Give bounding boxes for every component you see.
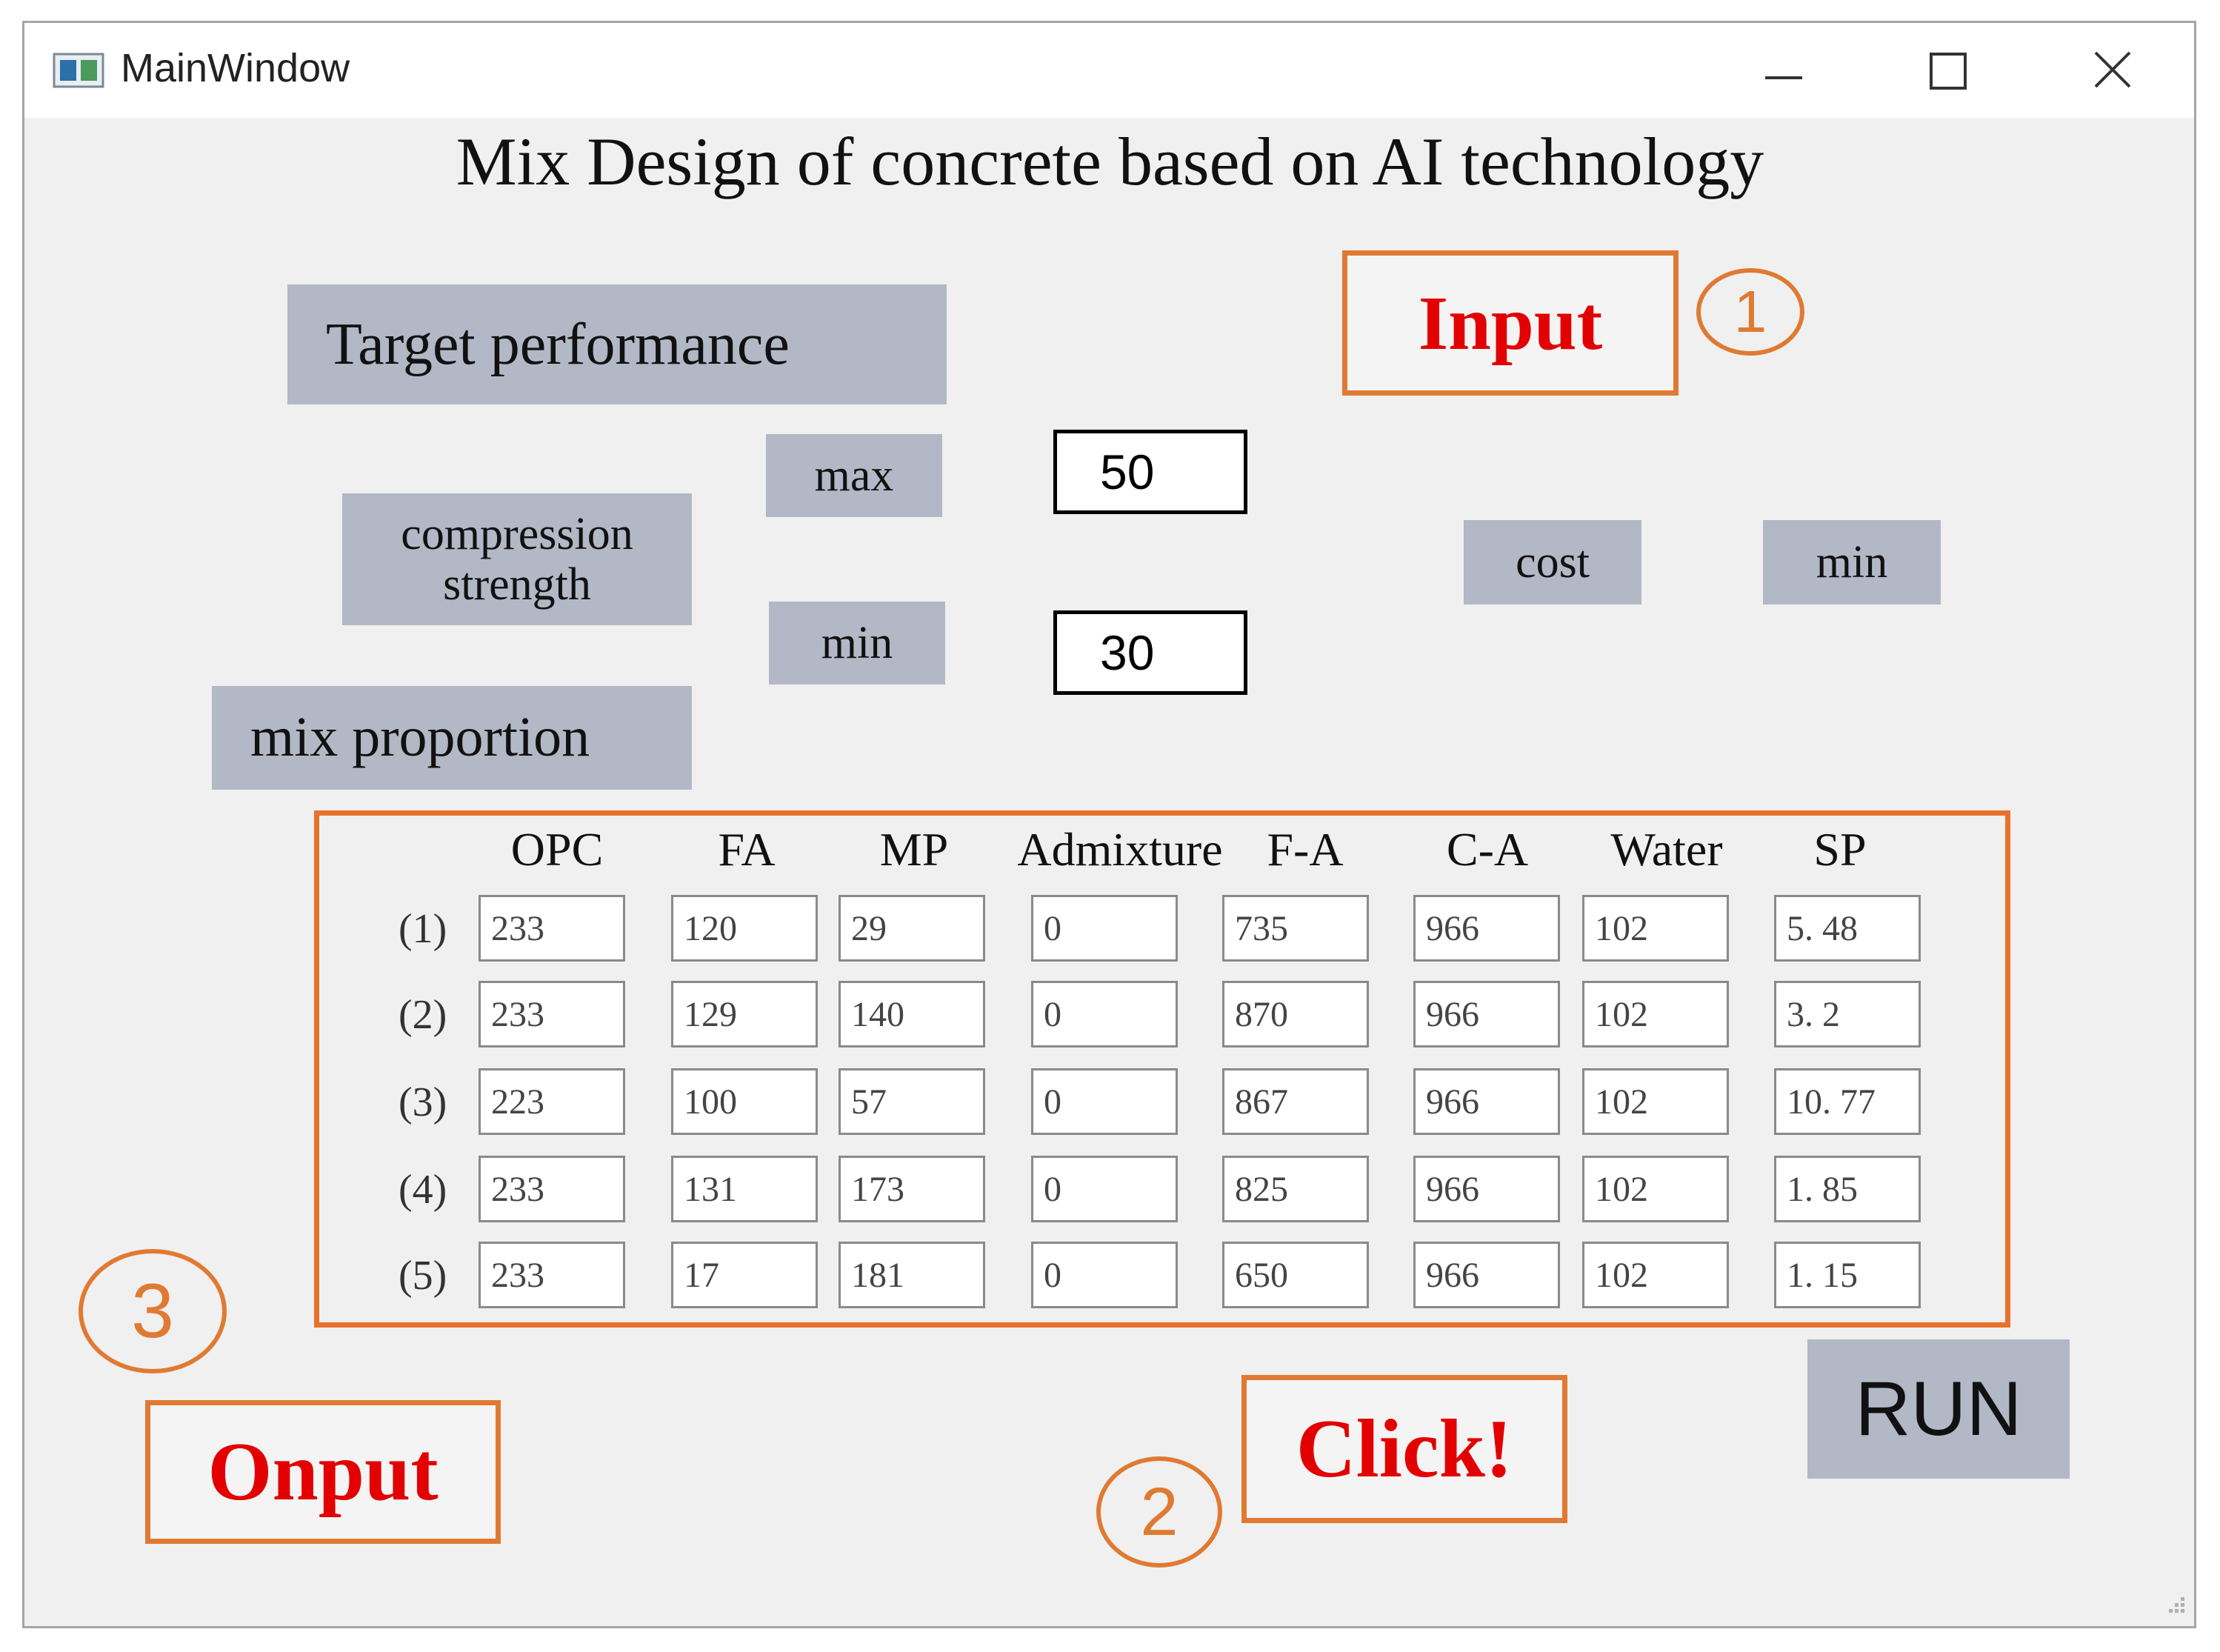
table-cell-mp[interactable]: 181 xyxy=(839,1242,985,1308)
row-label: (4) xyxy=(399,1167,447,1213)
column-header-fa: FA xyxy=(718,823,776,876)
table-cell-sp[interactable]: 10. 77 xyxy=(1774,1068,1921,1135)
cost-min-label: min xyxy=(1763,520,1941,604)
table-cell-f-a[interactable]: 867 xyxy=(1222,1068,1369,1135)
column-header-f-a: F-A xyxy=(1267,823,1344,876)
table-cell-f-a[interactable]: 735 xyxy=(1222,895,1369,962)
table-cell-c-a[interactable]: 966 xyxy=(1413,1068,1560,1135)
table-cell-mp[interactable]: 173 xyxy=(839,1156,985,1222)
column-header-c-a: C-A xyxy=(1446,823,1529,876)
run-button[interactable]: RUN xyxy=(1807,1339,2070,1479)
table-cell-fa[interactable]: 100 xyxy=(671,1068,818,1135)
row-label: (3) xyxy=(399,1079,447,1125)
table-cell-water[interactable]: 102 xyxy=(1582,895,1729,962)
step-1-badge: 1 xyxy=(1696,268,1804,356)
table-cell-c-a[interactable]: 966 xyxy=(1413,981,1560,1048)
column-header-admixture: Admixture xyxy=(1017,823,1223,876)
table-cell-mp[interactable]: 57 xyxy=(839,1068,985,1135)
table-cell-opc[interactable]: 223 xyxy=(479,1068,625,1135)
window-title: MainWindow xyxy=(121,46,350,90)
table-cell-admixture[interactable]: 0 xyxy=(1031,981,1178,1048)
table-cell-mp[interactable]: 140 xyxy=(839,981,985,1048)
table-cell-f-a[interactable]: 870 xyxy=(1222,981,1369,1048)
table-cell-opc[interactable]: 233 xyxy=(479,1156,625,1222)
target-performance-label: Target performance xyxy=(287,284,947,404)
table-cell-admixture[interactable]: 0 xyxy=(1031,1068,1178,1135)
table-cell-water[interactable]: 102 xyxy=(1582,981,1729,1048)
page-title: Mix Design of concrete based on AI techn… xyxy=(456,124,1764,199)
row-label: (1) xyxy=(399,906,447,952)
table-cell-sp[interactable]: 5. 48 xyxy=(1774,895,1921,962)
minimize-icon[interactable] xyxy=(1750,44,1817,99)
table-cell-fa[interactable]: 131 xyxy=(671,1156,818,1222)
table-cell-admixture[interactable]: 0 xyxy=(1031,1156,1178,1222)
row-label: (5) xyxy=(399,1253,447,1299)
title-bar: MainWindow xyxy=(24,23,2194,118)
min-label: min xyxy=(769,602,945,685)
table-cell-water[interactable]: 102 xyxy=(1582,1242,1729,1308)
table-cell-sp[interactable]: 3. 2 xyxy=(1774,981,1921,1048)
app-icon xyxy=(53,53,104,88)
table-cell-fa[interactable]: 17 xyxy=(671,1242,818,1308)
min-strength-input[interactable]: 30 xyxy=(1053,610,1247,695)
input-callout: Input xyxy=(1342,250,1679,396)
table-cell-admixture[interactable]: 0 xyxy=(1031,895,1178,962)
step-2-badge: 2 xyxy=(1096,1456,1222,1568)
click-callout: Click! xyxy=(1241,1375,1567,1523)
table-cell-fa[interactable]: 129 xyxy=(671,981,818,1048)
column-header-opc: OPC xyxy=(510,823,604,876)
cost-label: cost xyxy=(1464,520,1641,604)
output-callout: Onput xyxy=(145,1400,501,1544)
table-cell-opc[interactable]: 233 xyxy=(479,895,625,962)
resize-grip-icon[interactable] xyxy=(2161,1593,2188,1619)
mix-proportion-table-frame xyxy=(314,810,2010,1328)
table-cell-admixture[interactable]: 0 xyxy=(1031,1242,1178,1308)
column-header-sp: SP xyxy=(1813,823,1867,876)
close-icon[interactable] xyxy=(2079,44,2146,99)
compression-strength-label: compression strength xyxy=(342,493,692,625)
table-cell-f-a[interactable]: 650 xyxy=(1222,1242,1369,1308)
table-cell-sp[interactable]: 1. 85 xyxy=(1774,1156,1921,1222)
maximize-icon[interactable] xyxy=(1915,44,1981,99)
table-cell-mp[interactable]: 29 xyxy=(839,895,985,962)
table-cell-opc[interactable]: 233 xyxy=(479,1242,625,1308)
max-label: max xyxy=(766,434,942,517)
column-header-mp: MP xyxy=(879,823,949,876)
step-3-badge: 3 xyxy=(79,1249,227,1373)
table-cell-c-a[interactable]: 966 xyxy=(1413,1156,1560,1222)
table-cell-c-a[interactable]: 966 xyxy=(1413,1242,1560,1308)
max-strength-input[interactable]: 50 xyxy=(1053,430,1247,514)
table-cell-opc[interactable]: 233 xyxy=(479,981,625,1048)
table-cell-water[interactable]: 102 xyxy=(1582,1156,1729,1222)
column-header-water: Water xyxy=(1610,823,1723,876)
table-cell-fa[interactable]: 120 xyxy=(671,895,818,962)
table-cell-water[interactable]: 102 xyxy=(1582,1068,1729,1135)
table-cell-c-a[interactable]: 966 xyxy=(1413,895,1560,962)
table-cell-f-a[interactable]: 825 xyxy=(1222,1156,1369,1222)
table-cell-sp[interactable]: 1. 15 xyxy=(1774,1242,1921,1308)
mix-proportion-label: mix proportion xyxy=(212,686,692,790)
row-label: (2) xyxy=(399,992,447,1038)
